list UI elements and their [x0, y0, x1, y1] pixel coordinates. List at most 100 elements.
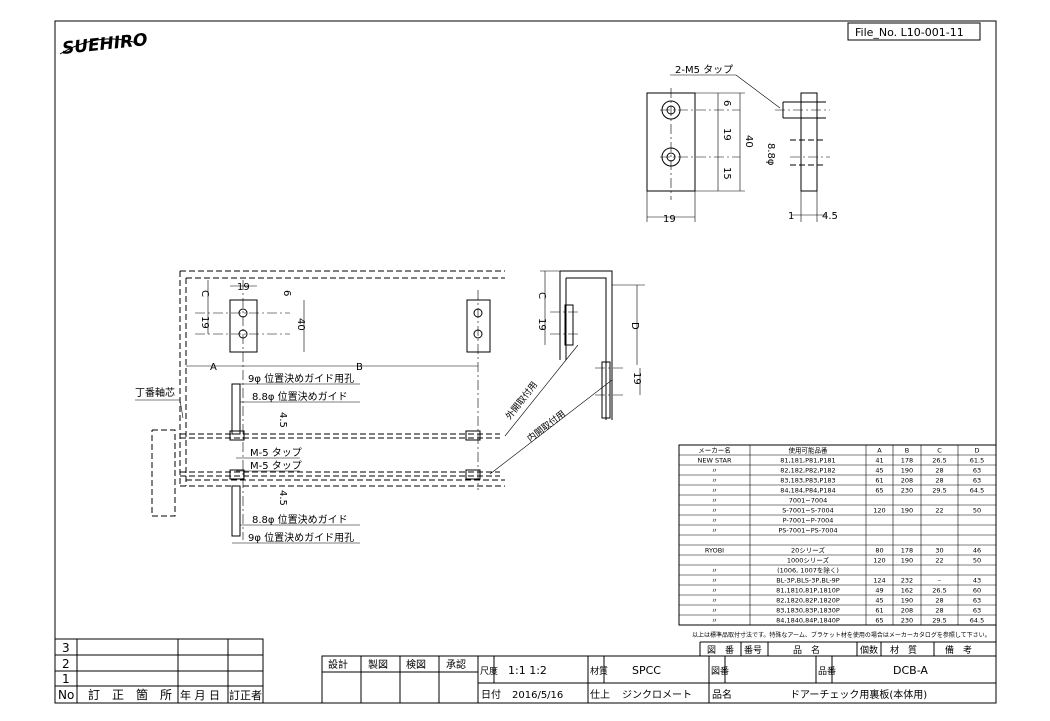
table-cell: 〃 [711, 517, 718, 525]
table-cell: (1006, 1007を除く) [777, 566, 839, 575]
table-cell: 49 [875, 587, 883, 595]
table-cell: 190 [901, 467, 913, 475]
guide-hole-label-top: 9φ 位置決めガイド用孔 [248, 372, 354, 385]
parts-header-name: 品 名 [793, 644, 820, 656]
table-cell: 83,1830,83P,1830P [776, 607, 840, 615]
table-cell: 〃 [711, 507, 718, 515]
table-cell: 26.5 [932, 587, 946, 595]
rev-row-3: 3 [62, 641, 70, 655]
rev-header-location: 訂 正 箇 所 [88, 687, 172, 702]
guide-hole-label-bottom: 9φ 位置決めガイド用孔 [248, 531, 354, 544]
rev-header-date: 年 月 日 [180, 688, 220, 702]
title-finish: ジンクロメート [622, 689, 692, 701]
top-dim-19: 19 [721, 128, 732, 141]
table-cell: PS-7001~PS-7004 [778, 527, 837, 535]
table-cell: 29.5 [932, 487, 946, 495]
rev-header-no: No [58, 688, 74, 702]
table-cell: 208 [901, 477, 913, 485]
table-cell: 22 [935, 557, 943, 565]
main-dim-c1: C [199, 290, 210, 297]
top-dim-40: 40 [743, 135, 754, 148]
table-cell: 162 [901, 587, 913, 595]
table-cell: 124 [873, 577, 885, 585]
title-finish-label: 仕上 [590, 688, 610, 701]
table-cell: 43 [973, 577, 981, 585]
parts-header-qty: 個数 [860, 644, 878, 656]
table-header-0: メーカー名 [698, 446, 731, 455]
title-name: ドアーチェック用裏板(本体用) [790, 688, 927, 701]
table-cell: 61.5 [970, 457, 984, 465]
main-dim-40: 40 [295, 318, 306, 331]
table-cell: 232 [901, 577, 913, 585]
main-dim-45b: 4.5 [277, 490, 288, 506]
top-dim-dia: 8.8φ [765, 143, 776, 166]
table-header-3: B [905, 447, 909, 455]
main-assembly-view: 19 6 40 C 19 A B 丁番軸芯 9φ 位置決めガイド用孔 8.8φ … [135, 270, 645, 544]
guide-pin-label-bottom: 8.8φ 位置決めガイド [252, 513, 348, 526]
table-cell: 29.5 [932, 617, 946, 625]
table-cell: 230 [901, 487, 913, 495]
table-cell: 190 [901, 557, 913, 565]
main-dim-c2: C [536, 292, 547, 299]
main-dim-A: A [210, 362, 217, 373]
table-cell: 〃 [711, 617, 718, 625]
logo-text: SUEHIRO [61, 30, 148, 59]
table-cell: 63 [973, 597, 981, 605]
main-dim-D: D [629, 322, 640, 330]
table-cell: 〃 [711, 587, 718, 595]
table-cell: 63 [973, 477, 981, 485]
table-header-4: C [937, 447, 942, 455]
table-header-2: A [877, 447, 882, 455]
table-cell: 〃 [711, 597, 718, 605]
table-cell: 61 [875, 607, 883, 615]
table-cell: 81,1810,81P,1810P [776, 587, 840, 595]
title-scale: 1:1 1:2 [508, 664, 547, 677]
title-part-no-label: 品番 [818, 665, 836, 677]
table-cell: 〃 [711, 567, 718, 575]
table-cell: NEW STAR [697, 457, 732, 465]
file-number-box: File_No. L10-001-11 [847, 22, 981, 41]
table-cell: P-7001~P-7004 [783, 517, 834, 525]
table-cell: 〃 [711, 527, 718, 535]
table-header-1: 使用可能品番 [789, 446, 829, 455]
table-cell: 22 [935, 507, 943, 515]
main-dim-19b: 19 [199, 316, 210, 329]
m5-tap-label-1: M-5 タップ [250, 447, 302, 459]
guide-pin-label-top: 8.8φ 位置決めガイド [252, 390, 348, 403]
table-cell: 178 [901, 547, 913, 555]
main-dim-45a: 4.5 [277, 412, 288, 428]
table-cell: 190 [901, 597, 913, 605]
drawing-border [54, 20, 997, 704]
table-cell: 178 [901, 457, 913, 465]
title-block: 図 番 番号 品 名 個数 材 質 備 考 設計 製図 検図 承認 尺度 1:1… [321, 641, 997, 704]
table-cell: RYOBI [705, 547, 724, 555]
parts-header-number: 番号 [744, 644, 762, 656]
top-dim-t45: 4.5 [822, 211, 838, 222]
table-cell: 84,1840,84P,1840P [776, 617, 840, 625]
table-cell: 82,1820,82P,1820P [776, 597, 840, 605]
inner-mount-label: 内開取付用 [525, 408, 568, 445]
title-design: 設計 [328, 658, 348, 671]
table-cell: 〃 [711, 577, 718, 585]
title-checked: 検図 [406, 658, 426, 671]
parts-header-material: 材 質 [890, 644, 917, 656]
parts-header-remarks: 備 考 [945, 644, 972, 656]
hinge-axis-label: 丁番軸芯 [135, 386, 175, 399]
table-cell: 〃 [711, 487, 718, 495]
table-cell: 63 [973, 607, 981, 615]
table-cell: 120 [873, 507, 885, 515]
table-cell: 63 [973, 467, 981, 475]
table-cell: 〃 [711, 607, 718, 615]
title-date-label: 日付 [481, 688, 501, 701]
top-dim-w19: 19 [663, 214, 676, 225]
table-cell: 60 [973, 587, 981, 595]
title-drawn: 製図 [368, 658, 388, 671]
table-cell: 26.5 [932, 457, 946, 465]
table-cell: 28 [935, 467, 943, 475]
table-cell: 230 [901, 617, 913, 625]
top-dim-6: 6 [721, 100, 732, 106]
title-approved: 承認 [446, 658, 466, 671]
top-tap-label: 2-M5 タップ [675, 64, 733, 76]
